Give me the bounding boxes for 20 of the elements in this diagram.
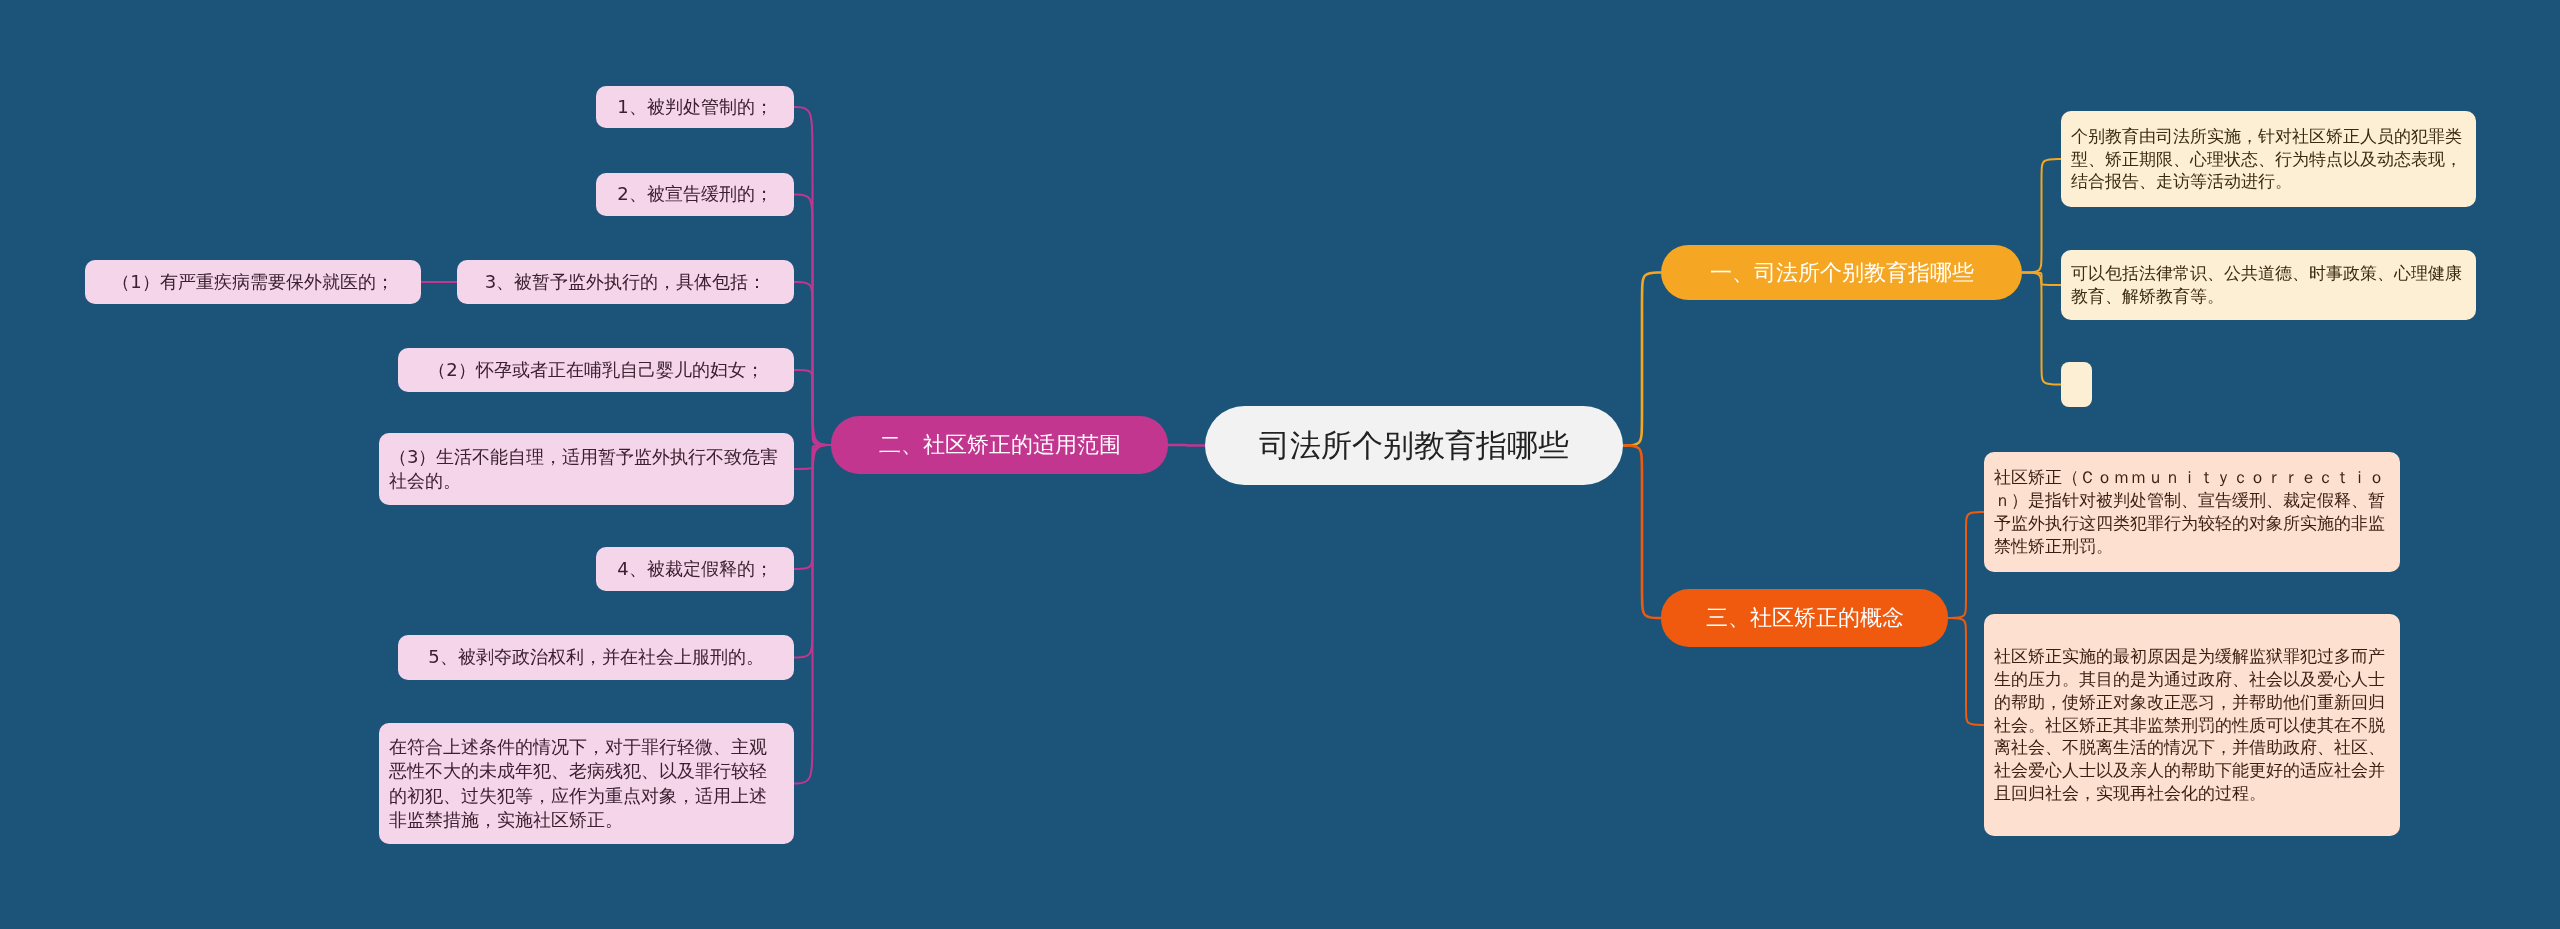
list-item-card: 5、被剥夺政治权利，并在社会上服刑的。 [398, 635, 794, 680]
note-card: 在符合上述条件的情况下，对于罪行轻微、主观恶性不大的未成年犯、老病残犯、以及罪行较轻的初犯、过失犯等，应作为重点对象，适用上述非监禁措施，实施社区矫正。 [379, 723, 794, 844]
list-item-card: 4、被裁定假释的； [596, 547, 794, 591]
list-item-card: （1）有严重疾病需要保外就医的； [85, 260, 421, 304]
list-item-card: （3）生活不能自理，适用暂予监外执行不致危害社会的。 [379, 433, 794, 505]
connector-line [420, 281, 458, 283]
list-item-card: 1、被判处管制的； [596, 86, 794, 128]
branch-topic: 三、社区矫正的概念 [1661, 589, 1948, 647]
note-card: 社区矫正（Ｃｏｍｍｕｎｉｔｙｃｏｒｒｅｃｔｉｏｎ）是指针对被判处管制、宣告缓刑、裁定假释、暂予监外执行这四类犯罪行为较轻的对象所实施的非监禁性矫正刑罚。 [1984, 452, 2400, 572]
note-card: 个别教育由司法所实施，针对社区矫正人员的犯罪类型、矫正期限、心理状态、行为特点以及动态表现，结合报告、走访等活动进行。 [2061, 111, 2476, 207]
list-item-card: 3、被暂予监外执行的，具体包括： [457, 260, 794, 304]
empty-card [2061, 362, 2092, 407]
branch-topic: 二、社区矫正的适用范围 [831, 416, 1168, 474]
central-topic: 司法所个别教育指哪些 [1205, 406, 1623, 485]
branch-topic: 一、司法所个别教育指哪些 [1661, 245, 2022, 300]
connector-line [1168, 443, 1205, 447]
note-card: 可以包括法律常识、公共道德、时事政策、心理健康教育、解矫教育等。 [2061, 250, 2476, 320]
list-item-card: （2）怀孕或者正在哺乳自己婴儿的妇女； [398, 348, 794, 392]
note-card: 社区矫正实施的最初原因是为缓解监狱罪犯过多而产生的压力。其目的是为通过政府、社会以及爱心人士的帮助，使矫正对象改正恶习，并帮助他们重新回归社会。社区矫正其非监禁刑罚的性质可以使其在不脱离社会、不脱离生活的情况下，并借助政府、社区、社会爱心人士以及亲人的帮助下能更好的适应社会并且回归社会，实现再社会化的过程。 [1984, 614, 2400, 836]
list-item-card: 2、被宣告缓刑的； [596, 173, 794, 216]
